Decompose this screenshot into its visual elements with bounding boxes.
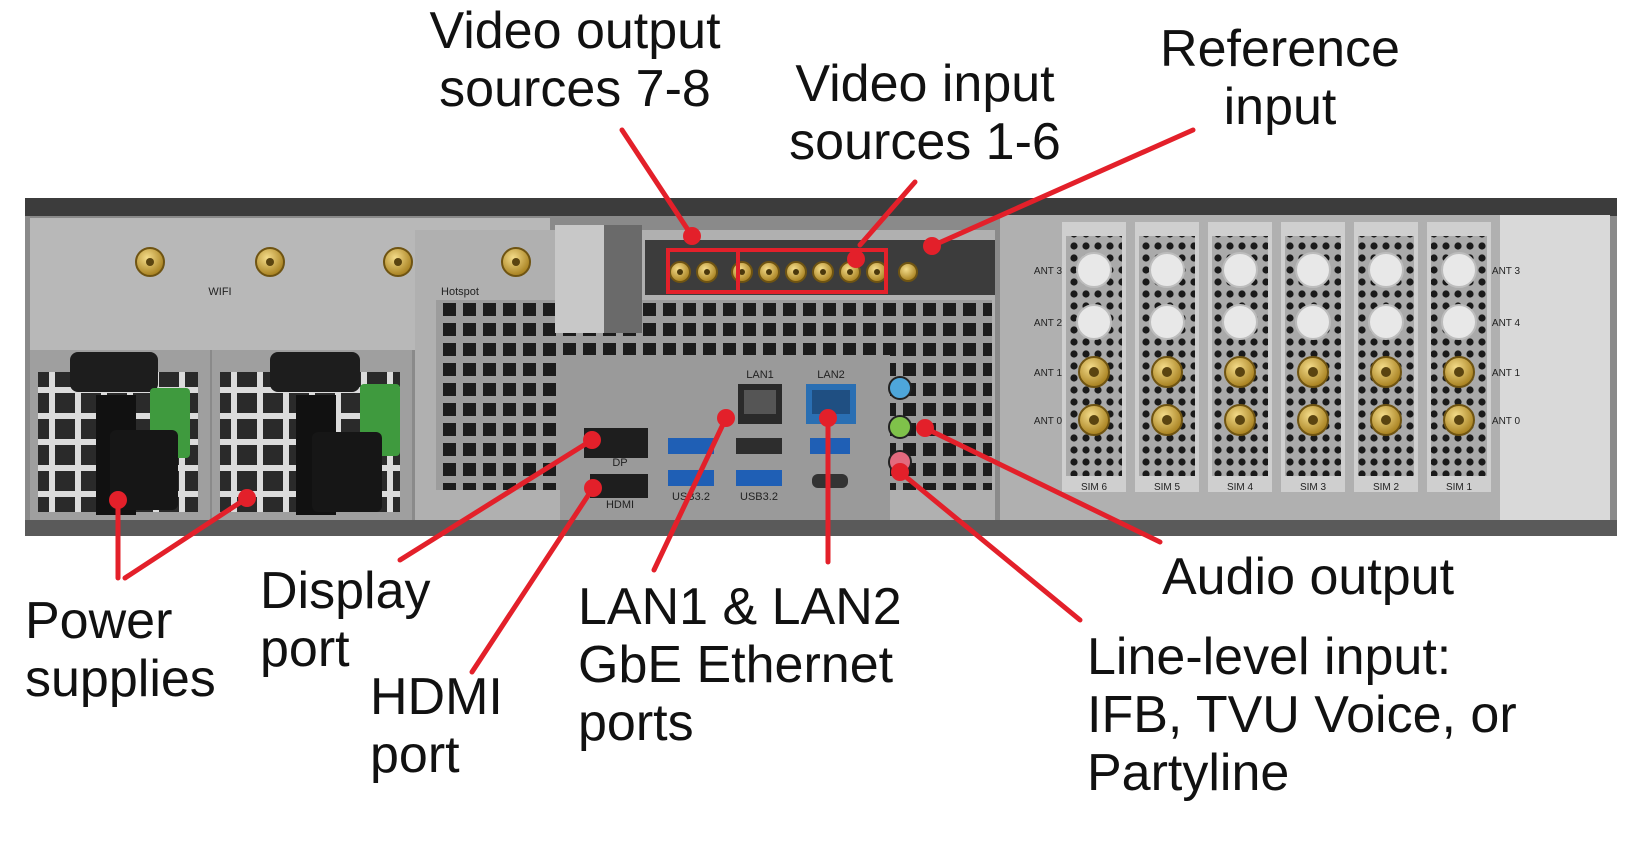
wifi-label: WIFI xyxy=(208,286,231,298)
leader-audio-output xyxy=(922,425,1163,545)
callout-video-output: Video output sources 7-8 xyxy=(429,2,721,118)
hotspot-label: Hotspot xyxy=(441,286,479,298)
callout-reference: Reference input xyxy=(1160,20,1400,136)
sim-label: SIM 3 xyxy=(1300,482,1327,493)
ant-label-right: ANT 4 xyxy=(1492,318,1521,329)
ant-label-right: ANT 1 xyxy=(1492,368,1521,379)
leader-hdmi-port xyxy=(469,485,596,675)
ant-label-right: ANT 3 xyxy=(1492,266,1521,277)
usb-b-label: USB3.2 xyxy=(740,491,778,503)
sim-label: SIM 1 xyxy=(1446,482,1473,493)
leader-lan xyxy=(651,415,729,573)
callout-audio-output: Audio output xyxy=(1162,548,1455,606)
ant-label: ANT 0 xyxy=(1034,416,1063,427)
ant-label-right: ANT 0 xyxy=(1492,416,1521,427)
leader-display-port xyxy=(397,437,595,563)
callout-line-level-input: Line-level input: IFB, TVU Voice, or Par… xyxy=(1087,628,1517,802)
video-input-box xyxy=(736,248,888,294)
sim-label: SIM 6 xyxy=(1081,482,1108,493)
callout-hdmi-port: HDMI port xyxy=(370,668,503,784)
ant-label: ANT 2 xyxy=(1034,318,1063,329)
ant-label: ANT 3 xyxy=(1034,266,1063,277)
leader-line-input xyxy=(897,469,1083,623)
lan1-label: LAN1 xyxy=(746,369,774,381)
callout-power-supplies: Power supplies xyxy=(25,592,216,708)
lan2-label: LAN2 xyxy=(817,369,845,381)
sim-label: SIM 2 xyxy=(1373,482,1400,493)
callout-lan-ports: LAN1 & LAN2 GbE Ethernet ports xyxy=(578,578,902,752)
audio-jack-blue xyxy=(888,376,912,400)
callout-video-input: Video input sources 1-6 xyxy=(789,55,1061,171)
sim-label: SIM 4 xyxy=(1227,482,1254,493)
dp-label: DP xyxy=(612,457,627,469)
hdmi-label: HDMI xyxy=(606,499,634,511)
leader-video-output xyxy=(619,127,695,239)
ant-label: ANT 1 xyxy=(1034,368,1063,379)
leader-video-input xyxy=(857,179,918,248)
leader-reference xyxy=(929,127,1196,249)
callout-display-port: Display port xyxy=(260,562,431,678)
leader-power-2 xyxy=(122,495,250,581)
reference-connector xyxy=(898,262,918,282)
sim-label: SIM 5 xyxy=(1154,482,1181,493)
audio-jack-green xyxy=(888,415,912,439)
